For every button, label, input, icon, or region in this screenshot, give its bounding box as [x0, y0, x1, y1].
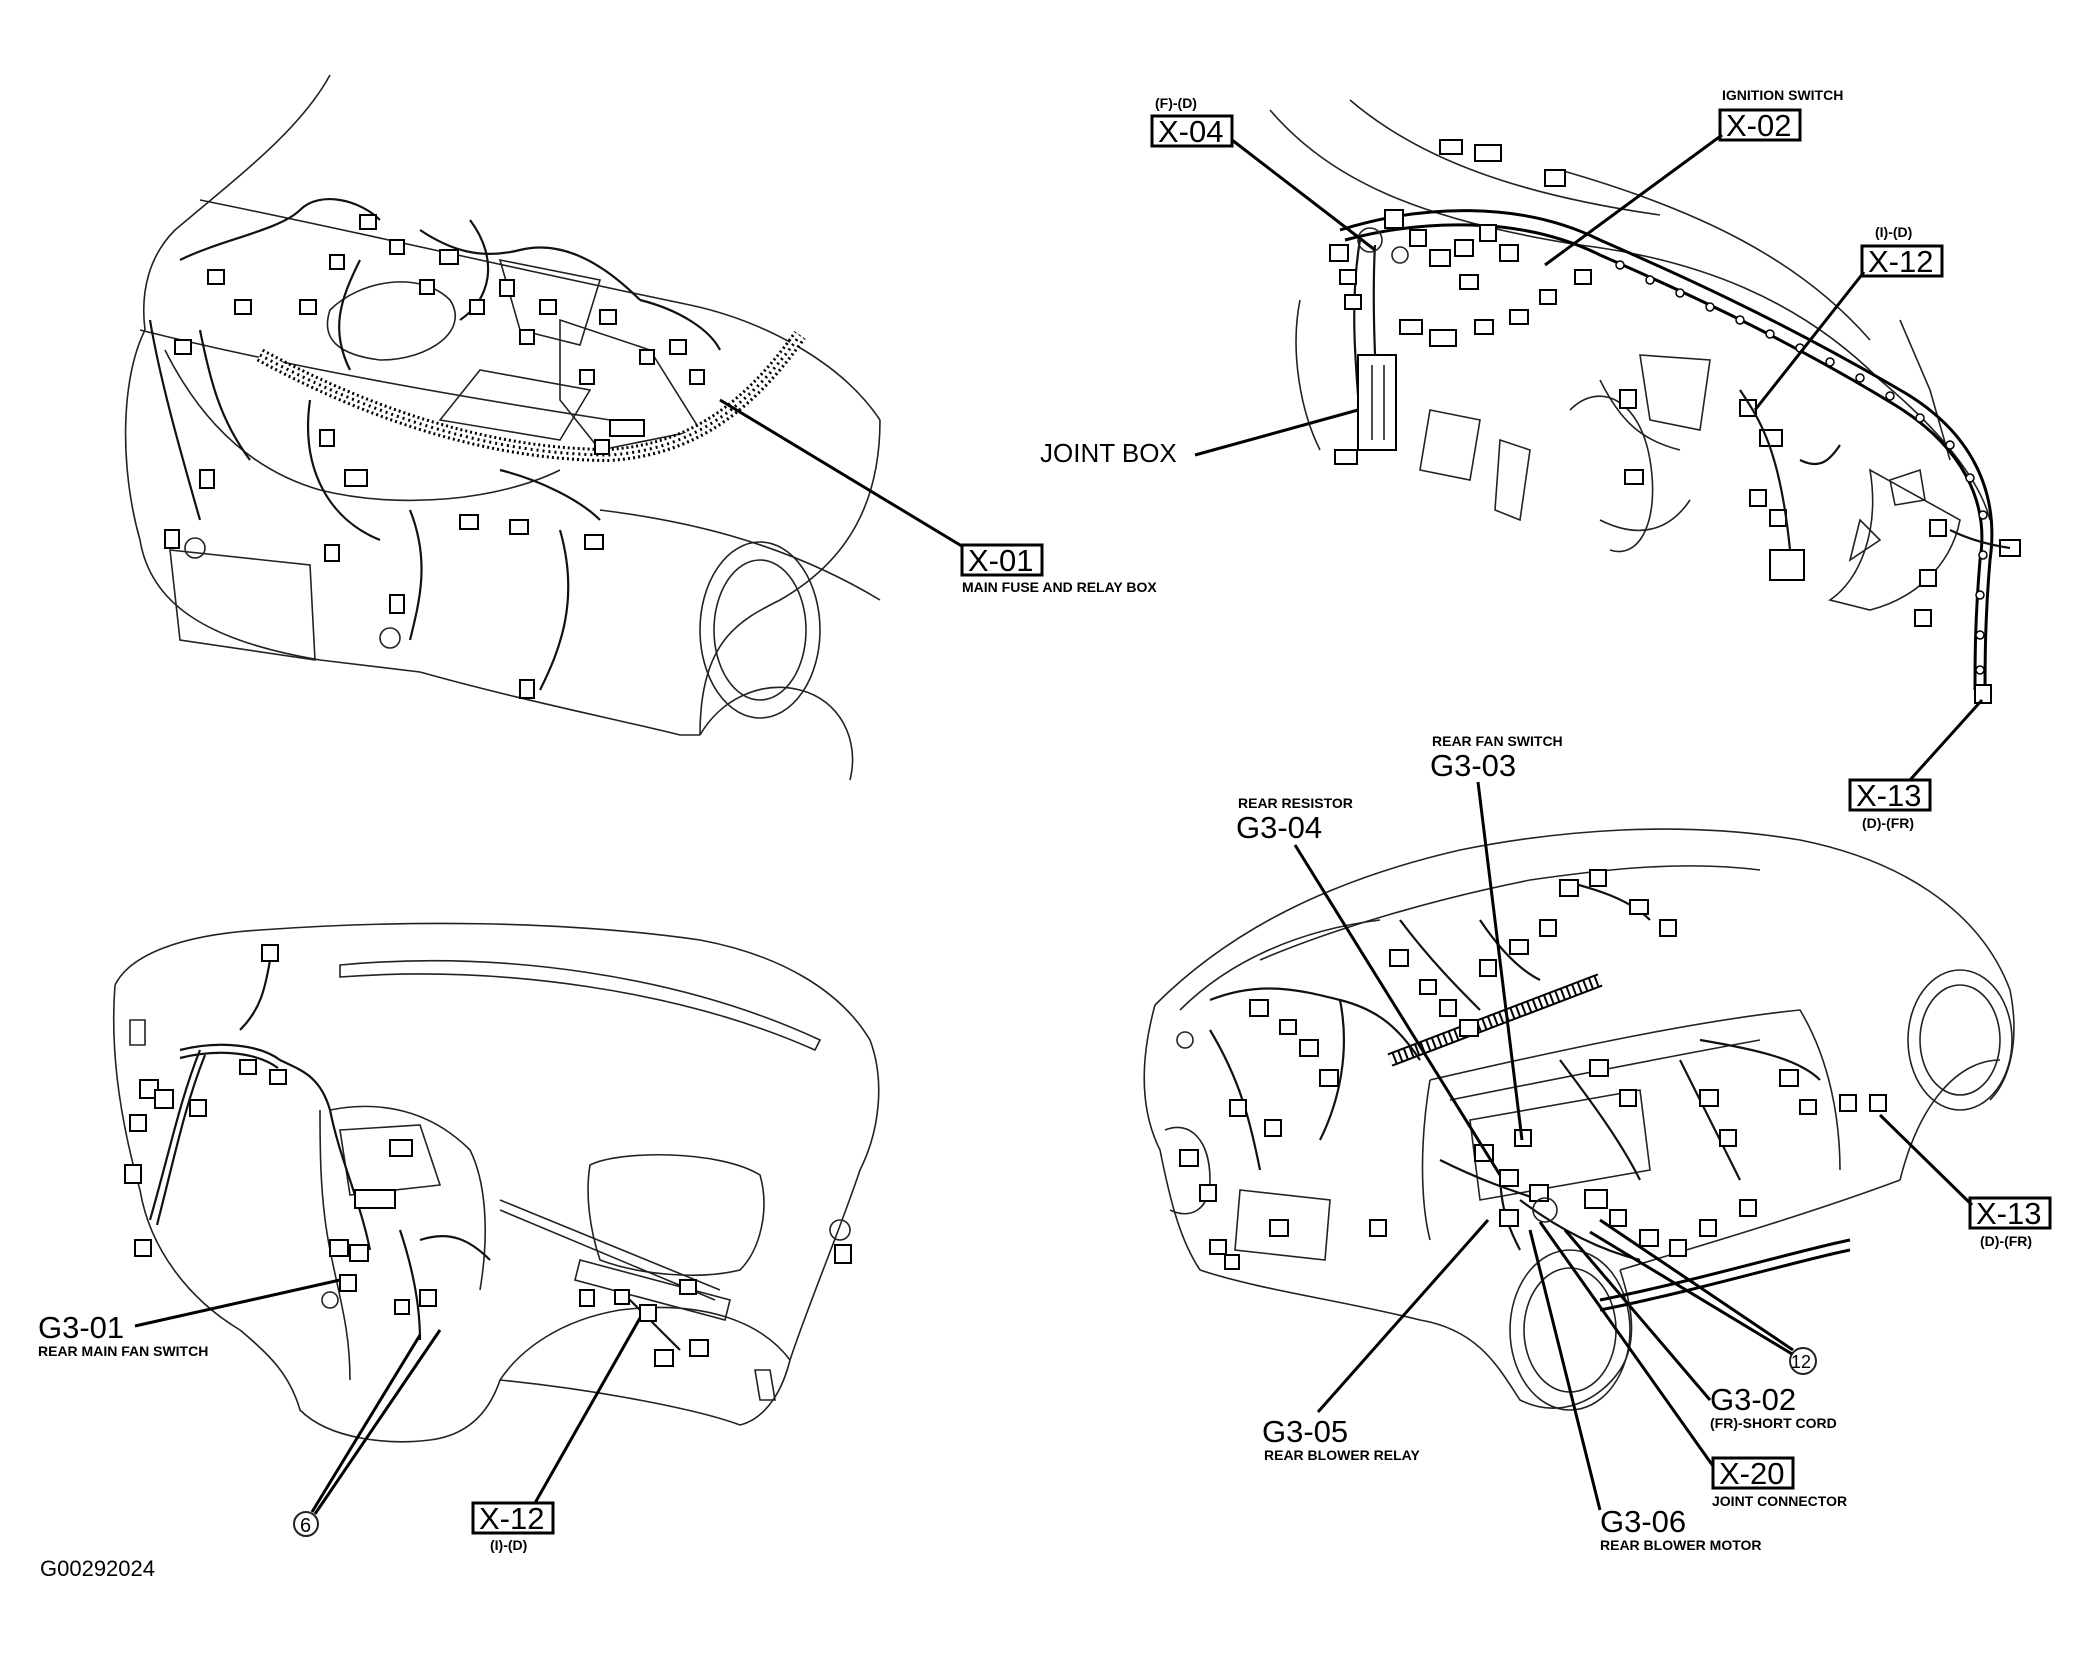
rear-wheel [1509, 1249, 1631, 1411]
x12-top-box [1860, 244, 1944, 278]
g305-label: REAR BLOWER RELAY [1264, 1447, 1420, 1463]
marker-12-label: 12 [1791, 1352, 1811, 1372]
x12-bottom-note: (I)-(D) [490, 1537, 527, 1553]
g303-leader-line [1476, 781, 1524, 1141]
g302-label: (FR)-SHORT CORD [1710, 1415, 1837, 1431]
x04-leader-line [1231, 138, 1376, 252]
defroster-slot [339, 960, 822, 1052]
engine-bay-front-wheel [699, 541, 821, 719]
x12-top-note: (I)-(D) [1875, 224, 1912, 240]
x04-box [1150, 114, 1234, 148]
x13-top-note: (D)-(FR) [1862, 815, 1914, 831]
x20-code: X-20 [1719, 1456, 1784, 1491]
x12-top-leader-line [1753, 271, 1866, 411]
g302-leader-line [1563, 1229, 1712, 1401]
engine-bay-bumper-outline [169, 549, 316, 661]
instrument-panel-view: G3-01 REAR MAIN FAN SWITCH 6 X-12 (I)-(D… [38, 922, 880, 1581]
diagram-id-text: G00292024 [40, 1556, 155, 1581]
marker-6-circle [293, 1511, 319, 1537]
rear-body-view: REAR FAN SWITCH G3-03 REAR RESISTOR G3-0… [1143, 733, 2052, 1553]
g306-label: REAR BLOWER MOTOR [1600, 1537, 1762, 1553]
g306-code: G3-06 [1600, 1504, 1686, 1539]
g306-leader-line [1528, 1229, 1602, 1511]
x04-code: X-04 [1158, 114, 1223, 149]
g305-leader-line [1316, 1219, 1490, 1413]
x20-leader-line [1538, 1221, 1715, 1467]
marker-12-leader-b [1589, 1230, 1793, 1356]
x13-top-leader-line [1908, 698, 1984, 782]
g303-label: REAR FAN SWITCH [1432, 733, 1563, 749]
x13-top-code: X-13 [1856, 778, 1921, 813]
x02-leader-line [1544, 133, 1723, 267]
x12-top-code: X-12 [1868, 244, 1933, 279]
x02-box [1718, 108, 1802, 142]
g302-code: G3-02 [1710, 1382, 1796, 1417]
marker-6-label: 6 [300, 1515, 311, 1537]
g301-code: G3-01 [38, 1310, 124, 1345]
x13-bottom-note: (D)-(FR) [1980, 1233, 2032, 1249]
g303-code: G3-03 [1430, 748, 1516, 783]
x01-box [960, 543, 1044, 577]
g304-code: G3-04 [1236, 810, 1322, 845]
joint-box-leader-line [1194, 408, 1359, 457]
front-wheel [1907, 969, 2013, 1111]
g305-code: G3-05 [1262, 1414, 1348, 1449]
x13-bottom-code: X-13 [1976, 1196, 2041, 1231]
joint-box-block [1357, 354, 1397, 451]
marker-12-circle [1789, 1347, 1817, 1375]
marker-6-leader-b [313, 1329, 442, 1515]
x13-bottom-leader-line [1878, 1113, 1974, 1207]
instrument-panel-outline [114, 922, 880, 1426]
x20-label: JOINT CONNECTOR [1712, 1493, 1847, 1509]
x02-label: IGNITION SWITCH [1722, 87, 1843, 103]
g301-leader-line [134, 1278, 341, 1328]
x13-bottom-box [1968, 1196, 2052, 1230]
x01-label: MAIN FUSE AND RELAY BOX [962, 579, 1157, 595]
x04-note: (F)-(D) [1155, 95, 1197, 111]
marker-6-leader-a [310, 1334, 422, 1513]
marker-12-leader-a [1599, 1218, 1794, 1352]
vehicle-roof-outline [1154, 828, 2015, 1101]
x02-code: X-02 [1726, 108, 1791, 143]
g304-leader-line [1293, 844, 1502, 1176]
x12-bottom-box [471, 1501, 555, 1535]
g301-label: REAR MAIN FAN SWITCH [38, 1343, 208, 1359]
x13-top-box [1848, 778, 1932, 812]
x12-bottom-leader-line [533, 1317, 642, 1504]
joint-box-label: JOINT BOX [1040, 438, 1177, 468]
dashboard-top-view: (F)-(D) X-04 IGNITION SWITCH X-02 (I)-(D… [1040, 87, 2021, 831]
dash-harness-clips [1615, 260, 1988, 675]
x01-leader-line [719, 398, 966, 550]
x12-bottom-code: X-12 [479, 1501, 544, 1536]
engine-bay-hood-outline [142, 74, 331, 331]
engine-bay-fender-outline [124, 329, 421, 673]
engine-bay-view: X-01 MAIN FUSE AND RELAY BOX [124, 74, 1157, 781]
g304-label: REAR RESISTOR [1238, 795, 1353, 811]
x20-box [1711, 1456, 1795, 1490]
x01-code: X-01 [968, 543, 1033, 578]
